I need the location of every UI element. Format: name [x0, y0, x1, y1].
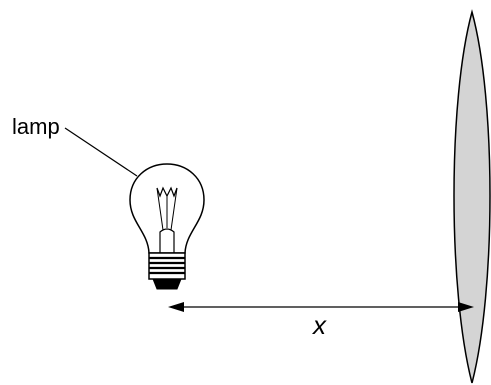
bulb-stem: [159, 228, 175, 253]
light-bulb-icon: [129, 163, 205, 290]
distance-label: x: [311, 310, 327, 340]
bulb-lead-wire-right: [170, 187, 178, 231]
lamp-leader-line: [64, 127, 138, 177]
distance-arrow-head-left: [168, 302, 184, 312]
lamp-label: lamp: [12, 114, 60, 139]
distance-arrow: [168, 302, 474, 312]
convex-lens: [453, 9, 491, 384]
bulb-filament: [156, 186, 178, 198]
distance-arrow-head-right: [458, 302, 474, 312]
bulb-lead-wire-left: [156, 187, 164, 231]
bulb-contact-tip: [152, 278, 182, 290]
